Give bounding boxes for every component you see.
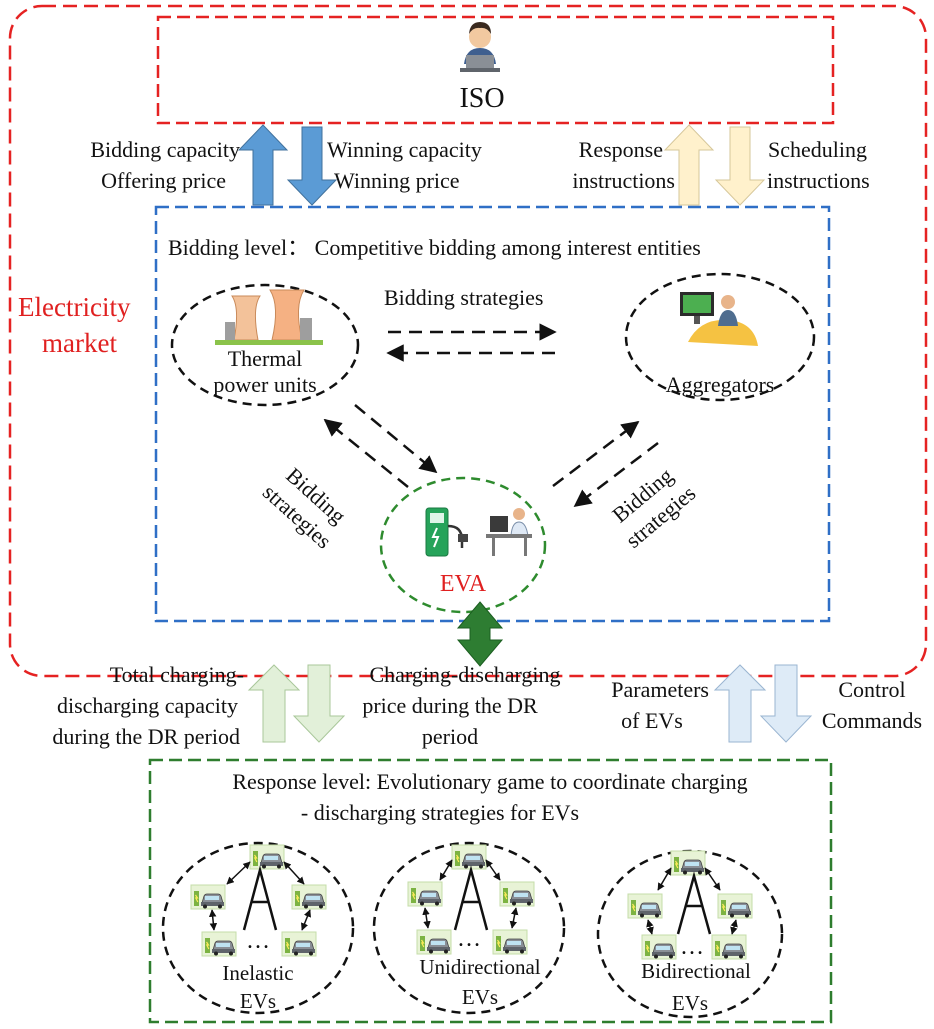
offering-price-label: Offering price (101, 168, 226, 193)
iso-operator-icon (460, 22, 500, 72)
ev-node-icon (190, 884, 226, 910)
parameters-label-line1: Parameters (611, 677, 709, 702)
svg-text:…: … (680, 934, 704, 960)
aggregator-to-eva-arrow (573, 442, 659, 508)
total-charging-label-line2: discharging capacity (57, 693, 238, 718)
market-label-line2: market (42, 328, 117, 358)
control-label-line2: Commands (822, 708, 922, 733)
ev-node-icon (499, 881, 535, 907)
bidding-level-title: Bidding level： Competitive bidding among… (168, 235, 701, 260)
bidding-capacity-up-arrow (237, 124, 289, 206)
response-level-title-line2: - discharging strategies for EVs (301, 800, 579, 825)
eva-to-thermal-arrow (323, 418, 409, 488)
inelastic-label-line1: Inelastic (222, 961, 293, 985)
electricity-market-frame (8, 4, 928, 678)
bidding-capacity-label: Bidding capacity (90, 137, 240, 162)
parameters-label-line2: of EVs (621, 708, 683, 733)
winning-price-label: Winning price (334, 168, 460, 193)
ev-node-icon (451, 844, 487, 870)
iso-box (156, 15, 835, 125)
bidding-level-box (154, 205, 831, 623)
ev-node-icon (281, 931, 317, 957)
top-bidding-strategies-label: Bidding strategies (384, 285, 543, 310)
thermal-label-line1: Thermal (228, 346, 303, 371)
response-level-title-line1: Response level: Evolutionary game to coo… (232, 769, 747, 794)
control-label-line1: Control (838, 677, 905, 702)
ev-node-icon (641, 934, 677, 960)
iso-label: ISO (459, 83, 504, 114)
inelastic-ellipse (161, 841, 355, 1015)
charging-price-label-line2: price during the DR (362, 693, 538, 718)
bidirectional-label-line1: Bidirectional (641, 959, 751, 983)
charging-price-label-line3: period (422, 724, 478, 749)
market-label-line1: Electricity (18, 292, 131, 322)
left-bidding-strategies-label: Bidding strategies (258, 462, 351, 553)
total-charging-label-line1: Total charging- (110, 662, 244, 687)
parameters-up-arrow (713, 664, 767, 743)
inelastic-ev-cluster: … Inelastic EVs (161, 841, 355, 1015)
ev-node-icon (249, 844, 285, 870)
scheduling-instructions-down-arrow (714, 126, 766, 206)
eva-response-double-arrow (456, 601, 504, 667)
unidirectional-ellipse (372, 841, 566, 1015)
ev-node-icon (717, 893, 753, 919)
winning-capacity-label: Winning capacity (327, 137, 482, 162)
response-label: Response (579, 137, 663, 162)
thermal-plant-icon (215, 289, 323, 345)
eva-charger-icon (425, 507, 532, 557)
svg-text:…: … (246, 928, 270, 954)
ev-node-icon (711, 934, 747, 960)
scheduling-label: Scheduling (768, 137, 867, 162)
instructions-label-right: instructions (767, 168, 870, 193)
ev-node-icon (492, 929, 528, 955)
eva-to-aggregator-arrow (552, 420, 640, 487)
ev-node-icon (670, 850, 706, 876)
svg-text:…: … (457, 926, 481, 952)
aggregators-ellipse (624, 272, 816, 402)
aggregators-label: Aggregators (666, 372, 775, 397)
ev-node-icon (201, 931, 237, 957)
total-capacity-up-arrow (247, 664, 301, 743)
eva-label: EVA (440, 571, 487, 597)
total-charging-label-line3: during the DR period (52, 724, 240, 749)
ev-node-icon (627, 893, 663, 919)
winning-capacity-down-arrow (286, 126, 338, 206)
eva-ellipse (379, 476, 547, 614)
inelastic-label-line2: EVs (240, 989, 276, 1013)
unidirectional-label-line1: Unidirectional (419, 955, 540, 979)
bidirectional-ev-cluster: … Bidirectional EVs (596, 849, 784, 1019)
price-down-arrow (292, 664, 346, 743)
ev-node-icon (407, 881, 443, 907)
unidirectional-ev-cluster: … Unidirectional EVs (372, 841, 566, 1015)
ev-node-icon (416, 929, 452, 955)
ev-node-icon (291, 884, 327, 910)
response-level-box (148, 758, 833, 1024)
thermal-label-line2: power units (213, 372, 316, 397)
thermal-power-ellipse (170, 283, 360, 407)
charging-price-label-line1: Charging-discharging (369, 662, 560, 687)
unidirectional-label-line2: EVs (462, 985, 498, 1009)
response-instructions-up-arrow (663, 124, 715, 206)
control-commands-down-arrow (759, 664, 813, 743)
thermal-to-eva-arrow (354, 404, 438, 474)
bidirectional-label-line2: EVs (672, 991, 708, 1015)
aggregator-workstation-icon (680, 292, 758, 346)
instructions-label-left: instructions (572, 168, 675, 193)
